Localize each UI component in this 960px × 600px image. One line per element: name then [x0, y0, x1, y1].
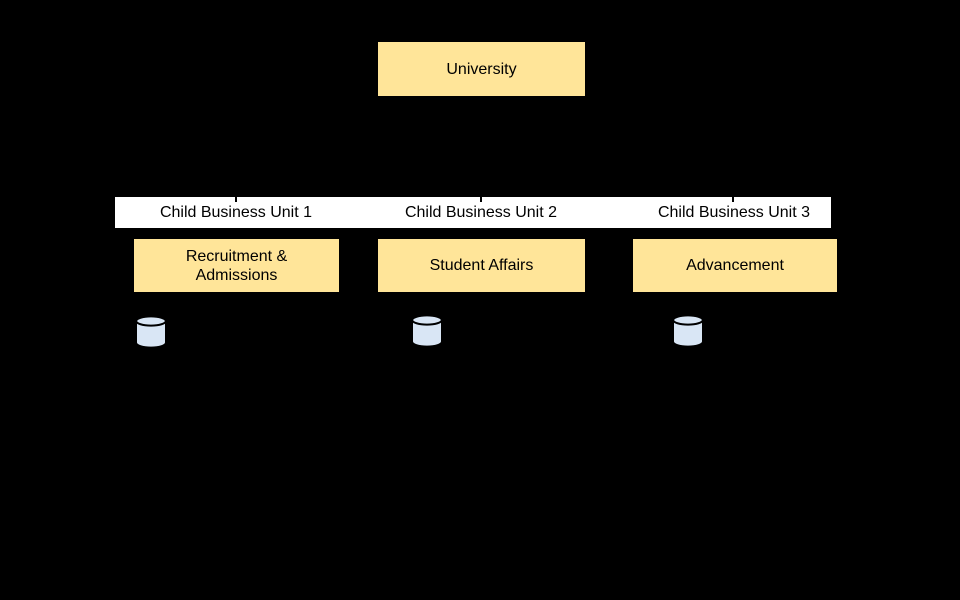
connector-to-unit-2: [480, 150, 482, 202]
unit-label-1: Child Business Unit 1: [159, 204, 313, 221]
database-cylinder-icon: [411, 314, 443, 348]
child-node-label-line: Advancement: [686, 257, 784, 274]
unit-label-2: Child Business Unit 2: [404, 204, 558, 221]
connector-horizontal-bar: [235, 150, 734, 152]
connector-to-unit-1: [235, 150, 237, 202]
connector-stem: [480, 96, 482, 152]
child-node-label-line: Admissions: [195, 266, 278, 284]
database-cylinder-icon: [135, 315, 167, 349]
child-node-recruitment-admissions: Recruitment & Admissions: [134, 239, 339, 292]
university-node: University: [378, 42, 585, 96]
unit-label-band: [115, 197, 831, 228]
child-node-advancement: Advancement: [633, 239, 837, 292]
child-node-label-line: Recruitment &: [185, 247, 288, 265]
child-node-student-affairs: Student Affairs: [378, 239, 585, 292]
unit-label-3: Child Business Unit 3: [657, 204, 811, 221]
database-cylinder-icon: [672, 314, 704, 348]
university-label: University: [446, 60, 517, 78]
connector-to-unit-3: [732, 150, 734, 202]
child-node-label-line: Student Affairs: [429, 257, 534, 274]
